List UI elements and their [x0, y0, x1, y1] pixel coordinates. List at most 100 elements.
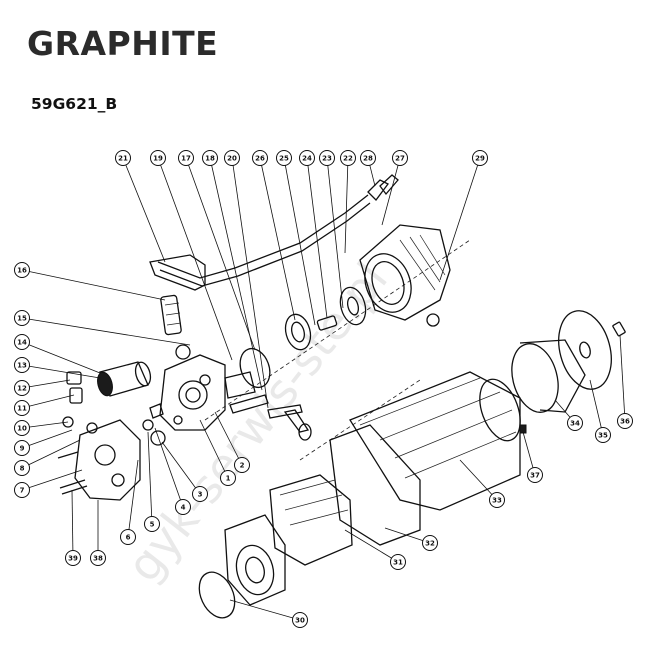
callout-circle-32 — [422, 535, 438, 551]
callout-circle-27 — [392, 150, 408, 166]
callout-label-2: 2 — [240, 462, 245, 470]
leader-line-1 — [199, 419, 229, 479]
callout-label-34: 34 — [570, 420, 580, 428]
callout-label-12: 12 — [17, 385, 27, 393]
callout-circle-1 — [220, 470, 236, 486]
callout-circle-18 — [202, 150, 218, 166]
frame-32 — [329, 424, 421, 546]
leader-line-39 — [71, 489, 74, 559]
part-16-valve — [160, 294, 182, 336]
part-14-cylinder — [97, 361, 152, 397]
leader-line-2 — [214, 411, 243, 466]
leader-line-15 — [21, 317, 191, 346]
leader-line-12 — [21, 379, 71, 389]
callout-label-23: 23 — [322, 155, 332, 163]
callout-circle-3 — [192, 486, 208, 502]
callout-label-24: 24 — [302, 155, 312, 163]
leader-line-24 — [306, 157, 328, 319]
leader-line-4 — [154, 427, 184, 508]
callout-circle-12 — [14, 380, 30, 396]
callout-label-30: 30 — [295, 617, 305, 625]
leader-line-3 — [161, 441, 201, 495]
callout-label-5: 5 — [150, 521, 155, 529]
callout-label-18: 18 — [205, 155, 215, 163]
leader-line-14 — [21, 341, 101, 374]
watermark: gyk-serwis-ste.pl — [116, 252, 398, 592]
brand-logo: GRAPHITE — [27, 24, 219, 63]
leader-line-30 — [229, 599, 301, 621]
callout-circle-30 — [292, 612, 308, 628]
callout-label-8: 8 — [20, 465, 25, 473]
callout-circle-21 — [115, 150, 131, 166]
callout-label-38: 38 — [93, 555, 103, 563]
leader-line-23 — [326, 157, 344, 309]
callout-circle-8 — [14, 460, 30, 476]
callout-label-10: 10 — [17, 425, 27, 433]
leader-line-20 — [231, 157, 269, 409]
rear-cover-34 — [511, 339, 586, 413]
callout-circle-33 — [489, 492, 505, 508]
callout-circle-37 — [527, 467, 543, 483]
callout-circle-34 — [567, 415, 583, 431]
callout-label-19: 19 — [153, 155, 163, 163]
callout-label-11: 11 — [17, 405, 27, 413]
callout-circle-22 — [340, 150, 356, 166]
leader-line-33 — [459, 459, 498, 501]
leader-line-6 — [127, 459, 139, 538]
leader-line-36 — [619, 334, 626, 422]
motor-front-housing — [359, 224, 451, 327]
leader-line-8 — [21, 439, 81, 469]
callout-label-22: 22 — [343, 155, 353, 163]
callout-circle-16 — [14, 262, 30, 278]
callout-circle-24 — [299, 150, 315, 166]
callout-circle-23 — [319, 150, 335, 166]
callout-label-31: 31 — [393, 559, 403, 567]
callout-label-17: 17 — [181, 155, 191, 163]
callout-circle-10 — [14, 420, 30, 436]
callout-label-9: 9 — [20, 445, 25, 453]
leader-line-27 — [381, 157, 401, 226]
callout-label-33: 33 — [492, 497, 502, 505]
callout-label-16: 16 — [17, 267, 27, 275]
callout-circle-19 — [150, 150, 166, 166]
leader-line-16 — [21, 269, 166, 301]
callout-label-13: 13 — [17, 362, 27, 370]
bypass-hose — [149, 174, 399, 291]
callout-label-14: 14 — [17, 339, 27, 347]
callout-label-25: 25 — [279, 155, 289, 163]
callout-circle-9 — [14, 440, 30, 456]
callout-circle-38 — [90, 550, 106, 566]
callout-label-29: 29 — [475, 155, 485, 163]
leader-line-25 — [283, 157, 316, 326]
screw-36 — [612, 321, 626, 337]
callout-label-7: 7 — [20, 487, 25, 495]
small-fittings — [62, 371, 166, 446]
assembly-axis-2 — [299, 379, 421, 461]
leader-line-26 — [259, 157, 296, 321]
callout-label-20: 20 — [227, 155, 237, 163]
callout-circle-25 — [276, 150, 292, 166]
callout-circle-39 — [65, 550, 81, 566]
motor-end-cap — [198, 514, 286, 619]
callout-circle-15 — [14, 310, 30, 326]
callout-circle-20 — [224, 150, 240, 166]
callout-circle-29 — [472, 150, 488, 166]
model-number: 59G621_B — [31, 95, 118, 113]
o-ring-17 — [239, 347, 271, 389]
callout-label-37: 37 — [530, 472, 540, 480]
callout-label-15: 15 — [17, 315, 27, 323]
leader-line-17 — [185, 157, 256, 351]
callout-circle-11 — [14, 400, 30, 416]
callout-circle-17 — [178, 150, 194, 166]
bearing-26 — [284, 313, 312, 351]
lower-pump-block — [57, 419, 141, 501]
fan-cover-35 — [558, 310, 612, 390]
leader-line-7 — [21, 469, 83, 491]
callout-circle-36 — [617, 413, 633, 429]
callout-circle-31 — [390, 554, 406, 570]
leader-line-5 — [147, 431, 153, 525]
leader-line-19 — [157, 157, 233, 361]
callout-label-35: 35 — [598, 432, 608, 440]
leader-line-9 — [21, 429, 73, 449]
